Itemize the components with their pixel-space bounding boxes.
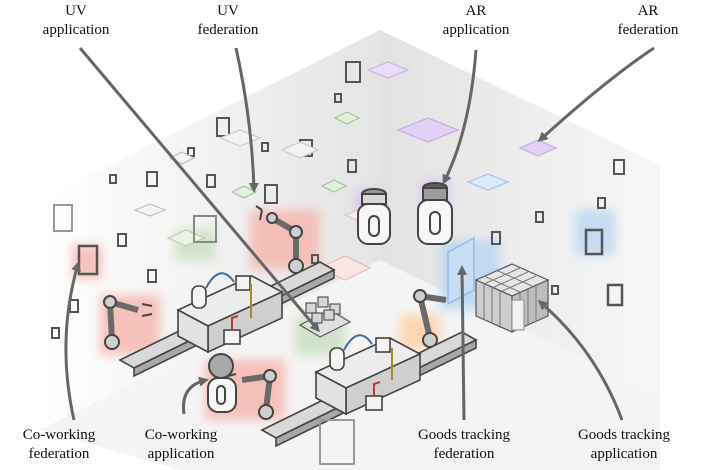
label-uv-federation: UV federation: [197, 3, 259, 38]
marker: [491, 231, 501, 245]
label-coworking-federation: Co-working federation: [22, 427, 96, 462]
marker: [535, 211, 544, 223]
bottle-right: [417, 182, 453, 245]
plane: [280, 141, 320, 159]
uv-plane: [320, 179, 348, 193]
marker: [216, 117, 230, 137]
marker: [51, 327, 60, 339]
marker: [53, 204, 73, 232]
marker: [613, 159, 625, 175]
plane: [133, 203, 167, 217]
marker: [606, 283, 624, 307]
ar-federation-plane: [396, 117, 460, 143]
marker: [264, 184, 278, 204]
arrow-ar-application: [442, 49, 478, 185]
uv-plane: [333, 111, 361, 125]
marker: [261, 142, 269, 152]
conveyor-1: [118, 261, 336, 378]
marker: [147, 269, 157, 283]
callout-arrows: [64, 46, 655, 421]
label-ar-federation: AR federation: [617, 3, 679, 38]
arrow-uv-federation: [234, 47, 259, 193]
marker: [584, 228, 604, 256]
marker: [109, 174, 117, 184]
robot-arm-left: [103, 295, 153, 350]
label-coworking-application: Co-working application: [144, 427, 218, 462]
marker: [117, 233, 127, 247]
ar-federation-plane: [518, 139, 558, 157]
bottle-left: [357, 188, 391, 245]
human-worker: [207, 353, 237, 413]
label-uv-application: UV application: [42, 3, 110, 38]
arrow-coworking-federation: [64, 261, 81, 421]
marker: [311, 254, 319, 264]
marker: [334, 93, 342, 103]
ar-federation-plane: [366, 61, 410, 79]
label-goods-tracking-application: Goods tracking application: [577, 427, 671, 462]
arrow-goods-tracking-application: [537, 300, 624, 421]
robot-arm-top: [255, 205, 304, 274]
arrow-coworking-application: [181, 376, 209, 415]
arrow-goods-tracking-federation: [457, 265, 468, 421]
marker: [347, 159, 357, 173]
arrow-ar-federation: [537, 46, 655, 143]
conveyor-2: [260, 331, 478, 465]
marker: [206, 174, 216, 188]
marker: [146, 171, 158, 187]
wall-markers: [51, 61, 625, 339]
marker: [77, 244, 99, 276]
marker: [597, 197, 606, 209]
box-stack: [474, 263, 550, 333]
label-ar-application: AR application: [442, 3, 510, 38]
ar-marker: [193, 215, 217, 243]
arrow-uv-application: [78, 47, 320, 333]
marker: [345, 61, 361, 83]
label-goods-tracking-federation: Goods tracking federation: [417, 427, 511, 462]
goods-plane: [466, 173, 510, 191]
marker: [551, 285, 559, 295]
